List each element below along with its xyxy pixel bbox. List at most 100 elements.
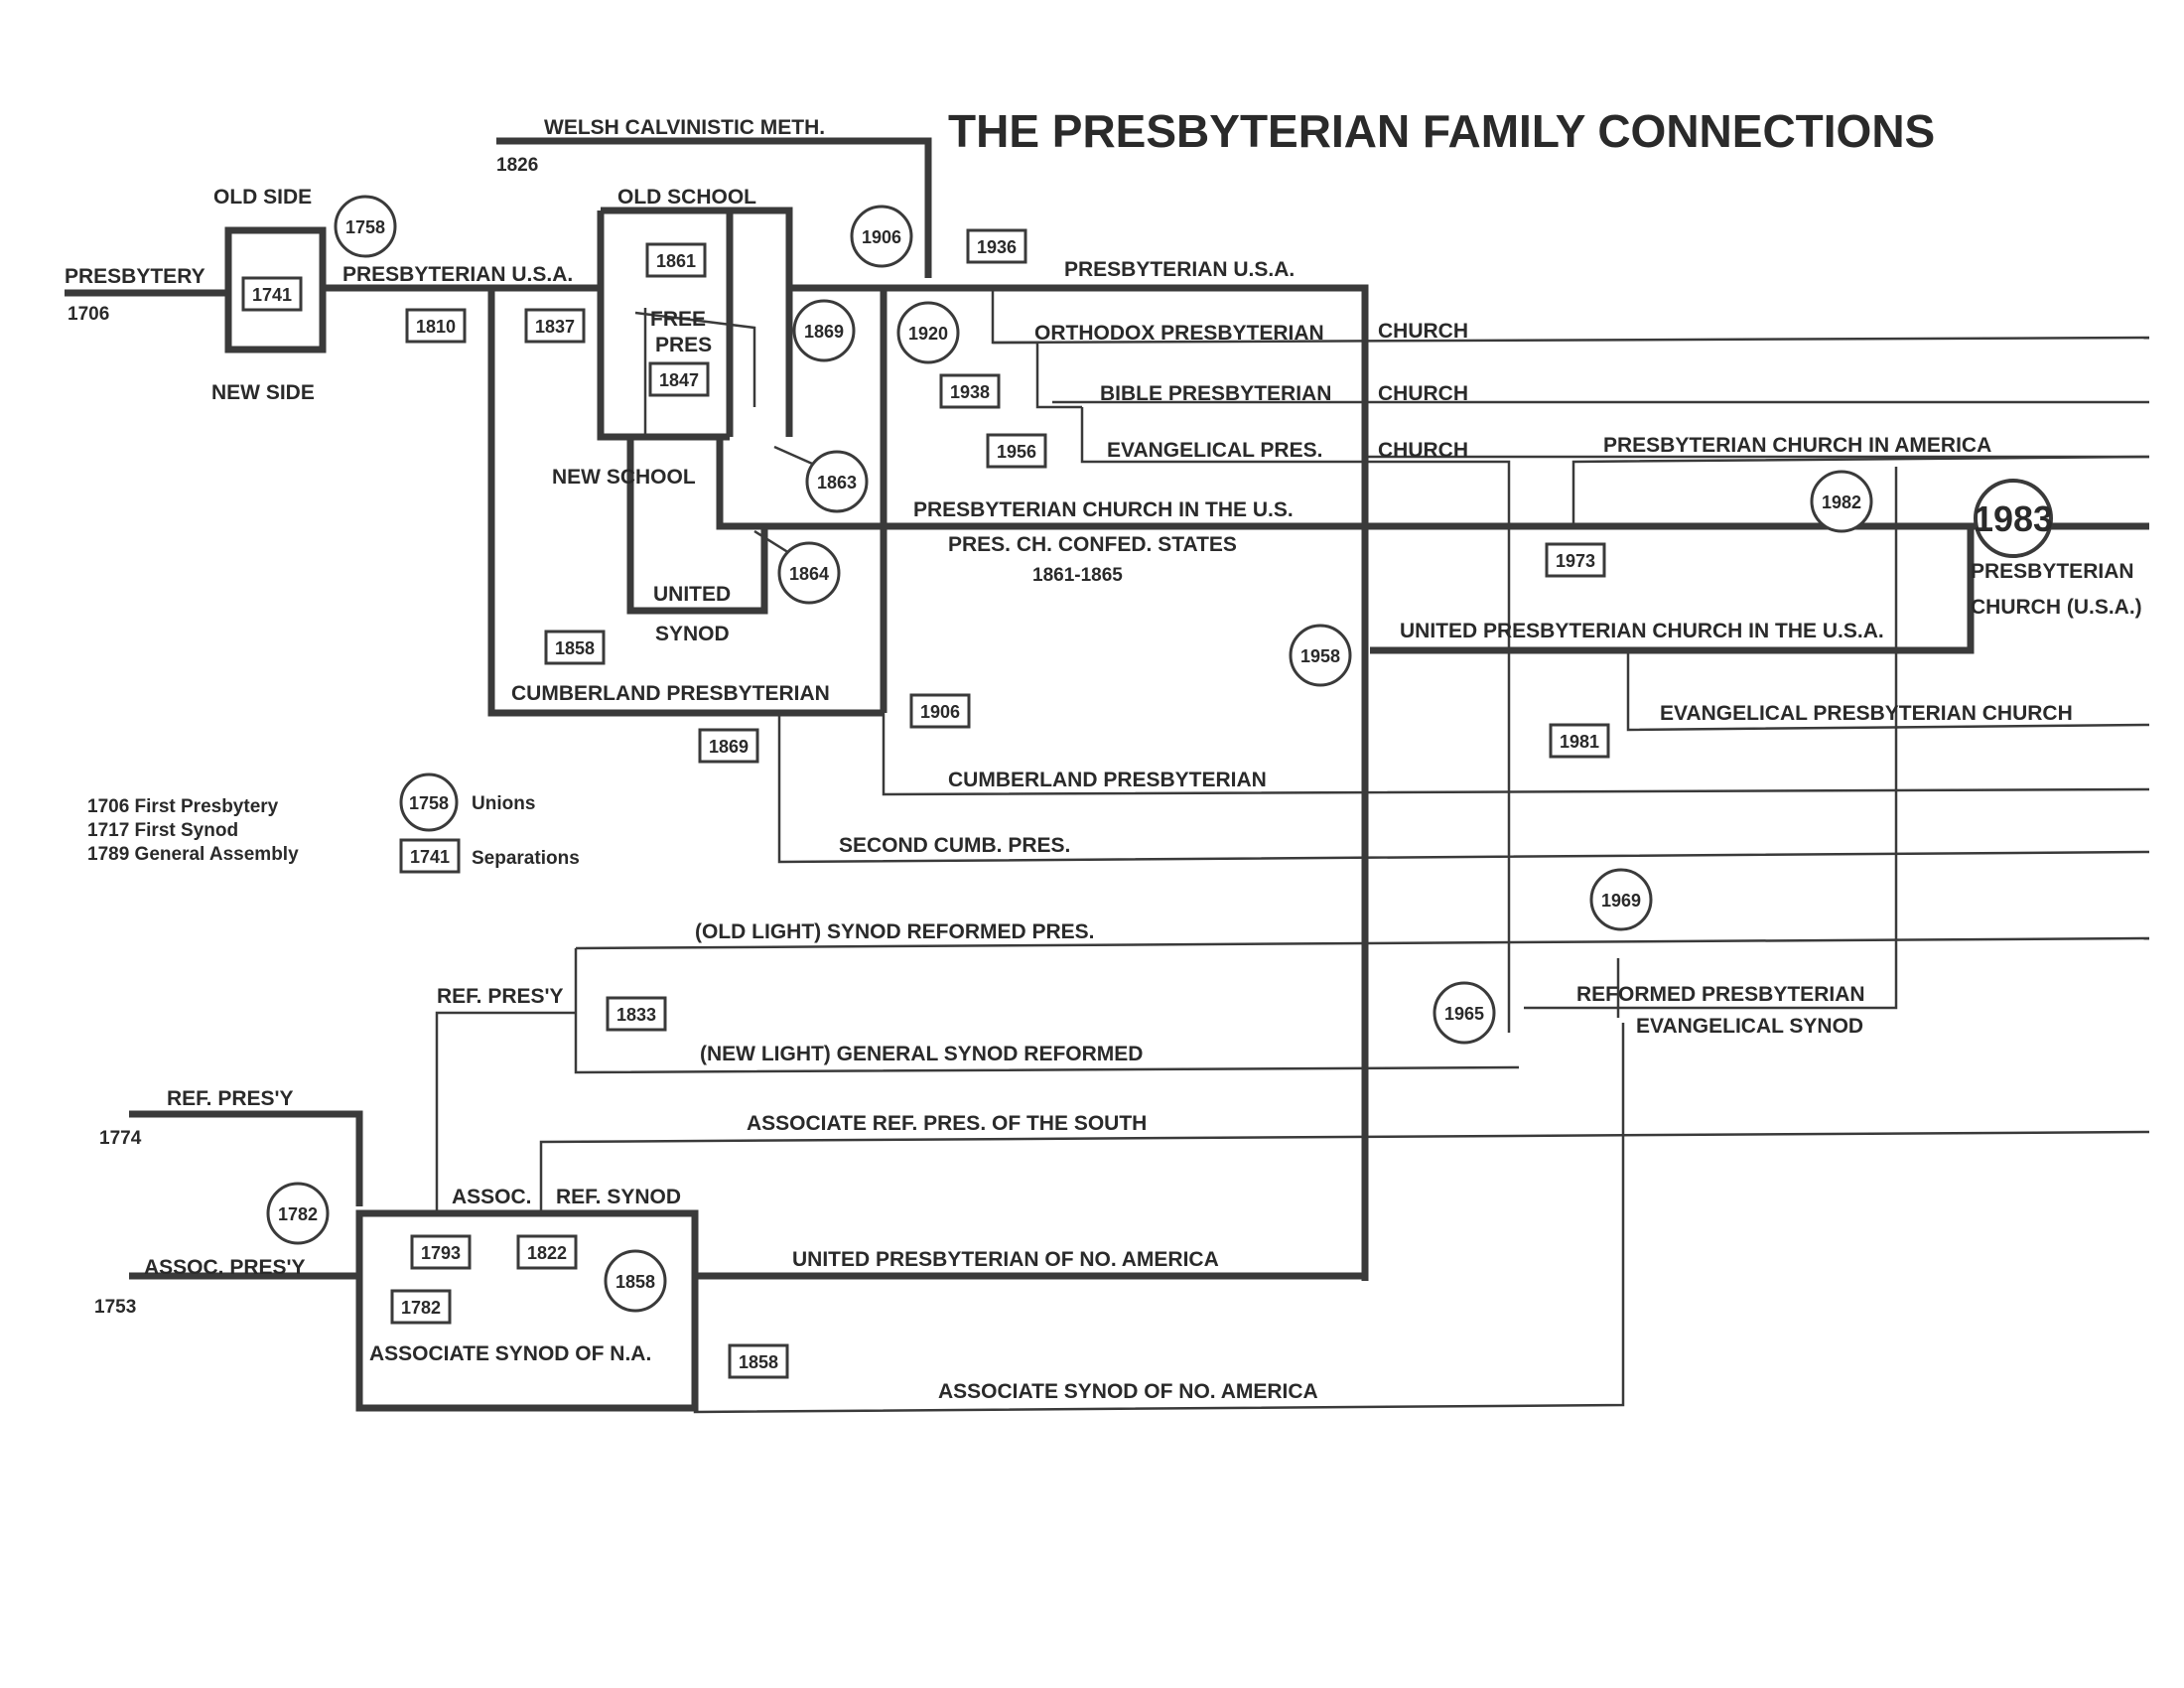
label-confed-1: PRES. CH. CONFED. STATES — [948, 533, 1237, 556]
legend-general-assembly: 1789 General Assembly — [87, 844, 299, 865]
evangelical-pres-line — [1080, 407, 1511, 1033]
svg-text:1810: 1810 — [416, 317, 456, 337]
svg-text:1863: 1863 — [817, 473, 857, 492]
separation-1837: 1837 — [524, 308, 586, 344]
legend: 1706 First Presbytery 1717 First Synod 1… — [87, 773, 580, 874]
arp-south-line — [539, 1130, 2150, 1213]
legend-first-synod: 1717 First Synod — [87, 820, 238, 841]
separation-1869: 1869 — [698, 728, 759, 764]
rpes-1982-line — [1524, 467, 1898, 1010]
union-1969: 1969 — [1589, 868, 1653, 931]
svg-text:1906: 1906 — [862, 227, 901, 247]
label-orthodox: ORTHODOX PRESBYTERIAN — [1034, 322, 1324, 345]
svg-text:1906: 1906 — [920, 702, 960, 722]
svg-text:1833: 1833 — [616, 1005, 656, 1025]
union-1920: 1920 — [896, 301, 960, 364]
old-school-top — [601, 207, 793, 437]
svg-text:1758: 1758 — [345, 217, 385, 237]
cumberland-2-line — [882, 713, 2150, 796]
svg-text:1981: 1981 — [1560, 732, 1599, 752]
label-old-side: OLD SIDE — [213, 186, 312, 209]
svg-text:1782: 1782 — [401, 1298, 441, 1318]
label-welsh: WELSH CALVINISTIC METH. — [544, 116, 825, 139]
free-pres-line — [634, 311, 756, 407]
svg-text:1973: 1973 — [1556, 551, 1595, 571]
cumberland-split-line — [487, 288, 884, 717]
pca-line — [1571, 455, 2150, 526]
union-1863: 1863 — [805, 450, 869, 513]
separation-1956: 1956 — [986, 433, 1047, 469]
second-cumb-line — [777, 713, 2150, 864]
separation-1981: 1981 — [1549, 723, 1610, 759]
ref-presy-line — [129, 1110, 363, 1206]
svg-text:1847: 1847 — [659, 370, 699, 390]
label-church-3: CHURCH — [1378, 439, 1468, 462]
legend-unions-year: 1758 — [409, 793, 449, 813]
svg-text:1969: 1969 — [1601, 891, 1641, 911]
label-rpes-1: REFORMED PRESBYTERIAN — [1576, 983, 1865, 1006]
old-new-side-box — [224, 226, 327, 353]
svg-text:1861: 1861 — [656, 251, 696, 271]
separation-1936: 1936 — [966, 228, 1027, 264]
bible-split — [1035, 352, 1082, 409]
label-bible: BIBLE PRESBYTERIAN — [1100, 382, 1331, 405]
label-evangelical-pres: EVANGELICAL PRES. — [1107, 439, 1322, 462]
union-1758: 1758 — [334, 195, 397, 258]
ref-presy-branch — [435, 1011, 576, 1213]
legend-separations-label: Separations — [472, 848, 580, 869]
separation-1782: 1782 — [390, 1289, 452, 1325]
label-confed-2: 1861-1865 — [1032, 565, 1123, 586]
orthodox-line — [992, 336, 2150, 345]
old-school-left — [597, 211, 730, 441]
separation-1858-united-synod: 1858 — [544, 630, 606, 665]
label-church-2: CHURCH — [1378, 382, 1468, 405]
svg-text:1869: 1869 — [709, 737, 749, 757]
label-pcusa-2: CHURCH (U.S.A.) — [1971, 596, 2142, 619]
union-1869: 1869 — [792, 299, 856, 362]
svg-text:1869: 1869 — [804, 322, 844, 342]
label-presbytery: PRESBYTERY — [65, 265, 205, 288]
label-church-1: CHURCH — [1378, 320, 1468, 343]
svg-text:1858: 1858 — [615, 1272, 655, 1292]
label-united-synod-2: SYNOD — [655, 623, 730, 645]
label-pcusa-1: PRESBYTERIAN — [1971, 560, 2134, 583]
label-cumberland-1: CUMBERLAND PRESBYTERIAN — [511, 682, 830, 705]
separation-1810: 1810 — [405, 308, 467, 344]
label-welsh-year: 1826 — [496, 155, 538, 176]
svg-text:1958: 1958 — [1300, 646, 1340, 666]
separation-1861: 1861 — [645, 242, 707, 278]
legend-first-presbytery: 1706 First Presbytery — [87, 796, 279, 817]
label-upcusa: UNITED PRESBYTERIAN CHURCH IN THE U.S.A. — [1400, 620, 1884, 642]
label-old-school: OLD SCHOOL — [617, 186, 756, 209]
label-ref-presy-2: REF. PRES'Y — [167, 1087, 294, 1110]
union-1983: 1983 — [1974, 479, 2053, 558]
svg-text:1965: 1965 — [1444, 1004, 1484, 1024]
separation-1858-assoc: 1858 — [728, 1343, 789, 1379]
svg-text:1822: 1822 — [527, 1243, 567, 1263]
label-upna: UNITED PRESBYTERIAN OF NO. AMERICA — [792, 1248, 1219, 1271]
separation-1847: 1847 — [648, 361, 710, 397]
label-assoc-1: ASSOC. — [452, 1186, 532, 1208]
label-pres-usa-early: PRESBYTERIAN U.S.A. — [342, 263, 573, 286]
svg-text:1858: 1858 — [555, 638, 595, 658]
svg-text:1741: 1741 — [252, 285, 292, 305]
chart-title: THE PRESBYTERIAN FAMILY CONNECTIONS — [948, 105, 1935, 157]
label-united-synod-1: UNITED — [653, 583, 731, 606]
svg-text:1920: 1920 — [908, 324, 948, 344]
union-1858: 1858 — [604, 1249, 667, 1313]
old-light-line — [575, 936, 2150, 950]
union-1982: 1982 — [1810, 470, 1873, 533]
label-cumberland-2: CUMBERLAND PRESBYTERIAN — [948, 769, 1267, 791]
legend-unions-label: Unions — [472, 793, 535, 814]
new-school-line — [626, 437, 768, 615]
epc-line — [1626, 650, 2150, 732]
label-ref-presy-1: REF. PRES'Y — [437, 985, 564, 1008]
label-new-school: NEW SCHOOL — [552, 466, 696, 489]
assoc-synod-no-america-line — [693, 1023, 1625, 1414]
svg-text:1983: 1983 — [1974, 498, 2053, 539]
label-assoc-presy: ASSOC. PRES'Y — [144, 1256, 306, 1279]
label-pres-usa: PRESBYTERIAN U.S.A. — [1064, 258, 1295, 281]
svg-text:1837: 1837 — [535, 317, 575, 337]
label-new-side: NEW SIDE — [211, 381, 315, 404]
